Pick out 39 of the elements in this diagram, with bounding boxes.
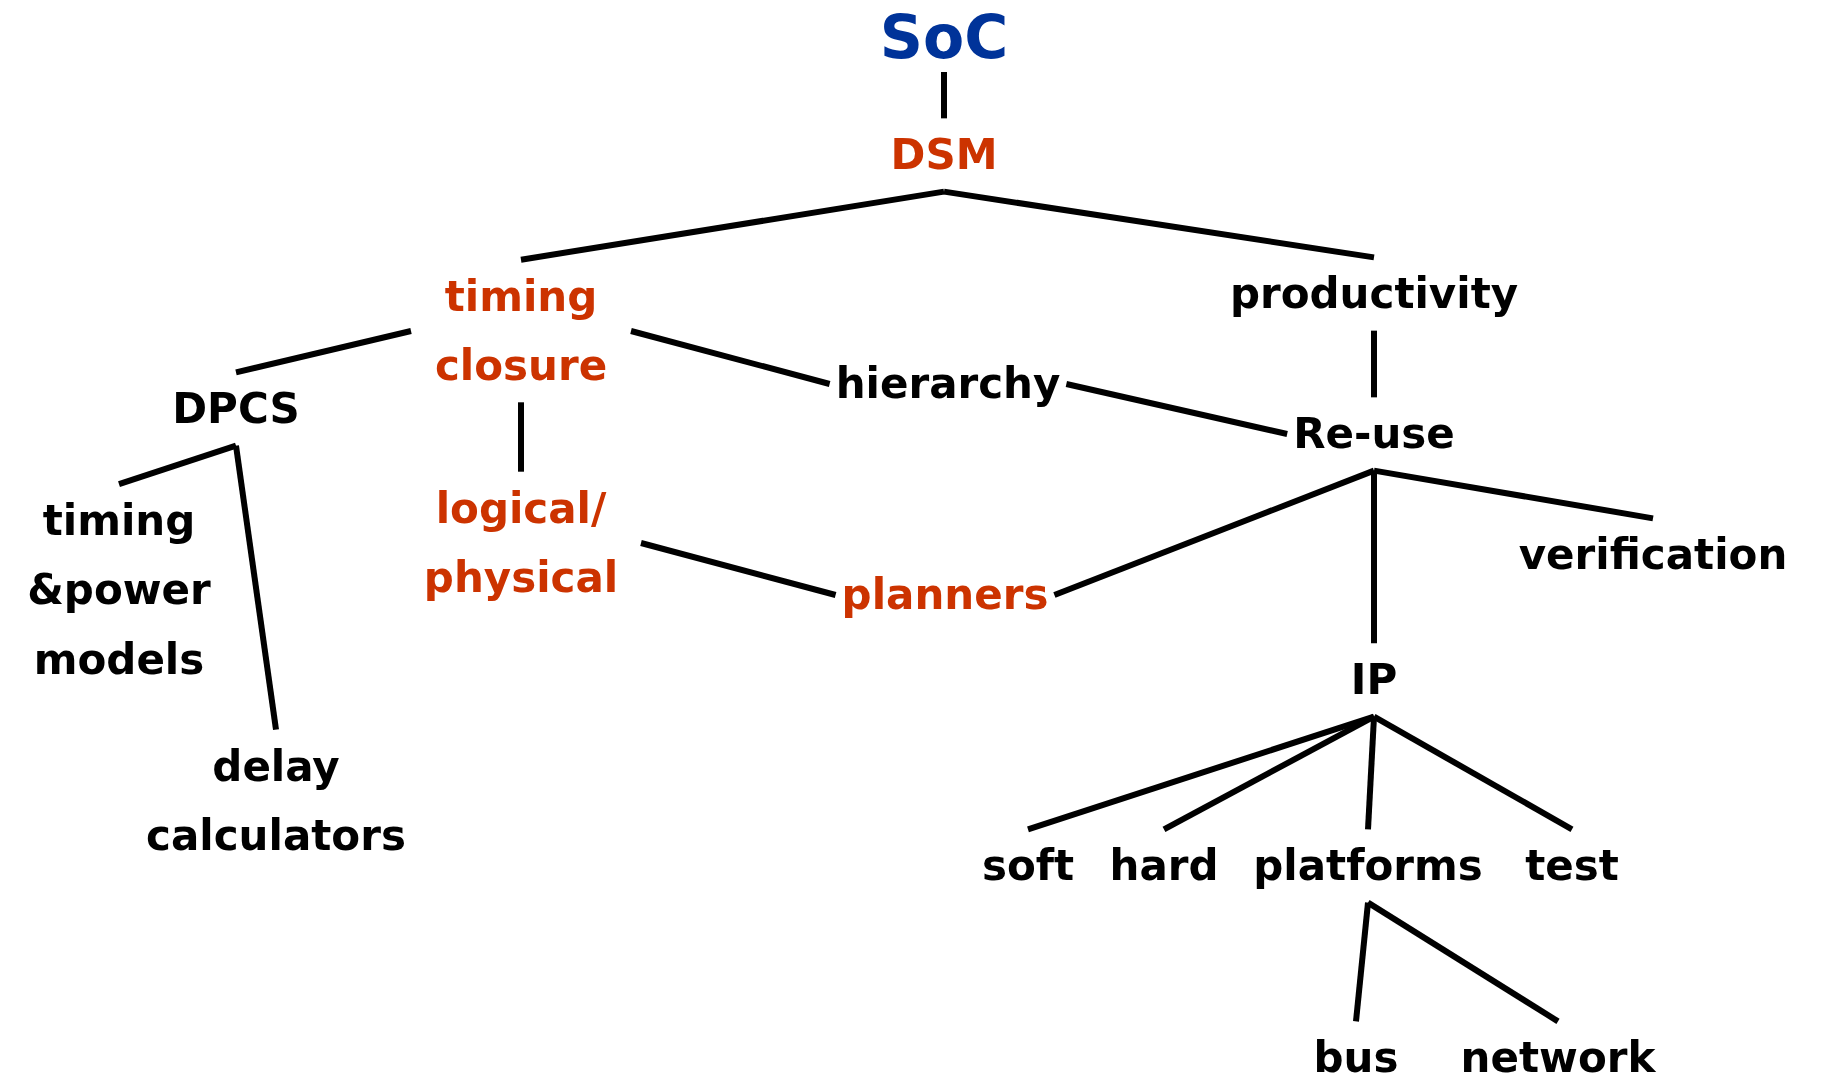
connector-line [520, 188, 945, 263]
connector-line [1162, 714, 1376, 832]
connector-line [1065, 381, 1288, 437]
connector-line [941, 72, 947, 119]
node-label: test [1519, 829, 1625, 903]
connector-line [233, 445, 279, 731]
node-label: verification [1512, 518, 1794, 592]
connector-line [943, 188, 1375, 261]
connector-line [1353, 902, 1371, 1022]
connector-line [1373, 467, 1654, 522]
connector-line [235, 328, 412, 376]
node-label: bus [1307, 1021, 1405, 1081]
connector-line [1372, 714, 1574, 832]
connector-line [630, 328, 831, 387]
connector-line [1366, 900, 1560, 1024]
connector-line [1371, 470, 1377, 644]
node-label: delay calculators [116, 729, 436, 873]
connector-line [1053, 467, 1376, 598]
connector-line [1027, 713, 1375, 833]
connector-line [1365, 716, 1377, 830]
connector-line [518, 402, 524, 472]
node-label: DSM [884, 118, 1004, 192]
connector-line [640, 540, 837, 598]
connector-line [1371, 330, 1377, 398]
node-label: productivity [1223, 257, 1525, 331]
node-label: platforms [1247, 829, 1489, 903]
node-label: SoC [873, 2, 1015, 72]
node-label: IP [1344, 643, 1404, 717]
connector-line [118, 442, 237, 487]
node-label: planners [835, 558, 1055, 632]
node-label: hard [1103, 829, 1225, 903]
node-label: timing closure [411, 259, 631, 403]
node-label: soft [975, 829, 1081, 903]
node-label: hierarchy [829, 347, 1067, 421]
node-label: network [1454, 1021, 1662, 1081]
node-label: timing &power models [4, 484, 234, 696]
node-label: DPCS [166, 372, 306, 446]
node-label: Re-use [1287, 397, 1461, 471]
node-label: logical/ physical [401, 471, 641, 615]
